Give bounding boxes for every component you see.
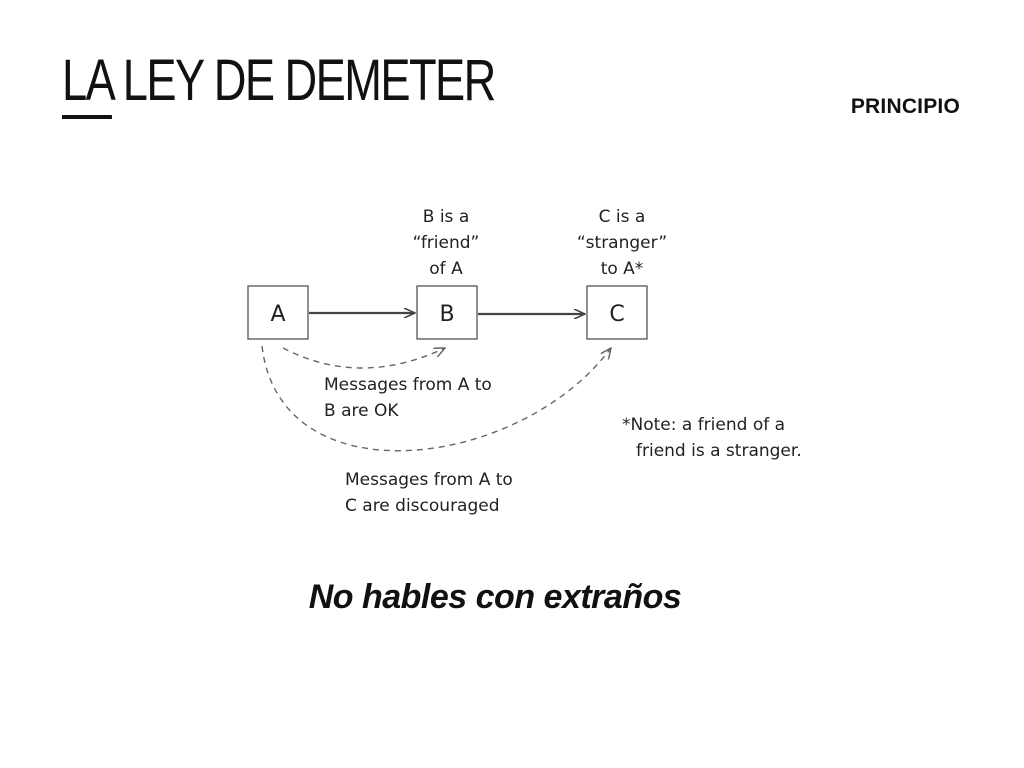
dashed-arc-a-to-b	[282, 348, 445, 369]
title-rest: LEY DE DEMETER	[111, 48, 497, 113]
note-c-stranger-line-1: C is a	[599, 207, 646, 227]
node-box-a	[247, 285, 309, 340]
node-box-c	[586, 285, 648, 340]
note-c-stranger-line-2: “stranger”	[577, 233, 667, 253]
note-b-friend-line-1: B is a	[423, 207, 469, 227]
node-box-b	[416, 285, 478, 340]
node-label-c: C	[609, 302, 624, 327]
tagline: No hables con extraños	[308, 578, 682, 616]
slide-title: LA LEY DE DEMETER	[62, 48, 496, 119]
dashed-arc-a-to-c	[261, 345, 611, 452]
title-underlined-word: LA	[62, 48, 113, 119]
note-ac-discouraged-line-2: C are discouraged	[345, 496, 500, 516]
note-ab-ok-line-1: Messages from A to	[324, 375, 492, 395]
note-c-stranger-line-3: to A*	[601, 259, 644, 279]
node-label-a: A	[270, 302, 285, 327]
note-ac-discouraged-line-1: Messages from A to	[345, 470, 513, 490]
note-b-friend-line-3: of A	[429, 259, 463, 279]
footnote-line-2: friend is a stranger.	[636, 441, 802, 461]
node-label-b: B	[439, 302, 454, 327]
note-b-friend-line-2: “friend”	[413, 233, 480, 253]
note-ab-ok-line-2: B are OK	[324, 401, 399, 421]
section-tag: PRINCIPIO	[850, 95, 960, 118]
footnote-line-1: *Note: a friend of a	[622, 415, 785, 435]
